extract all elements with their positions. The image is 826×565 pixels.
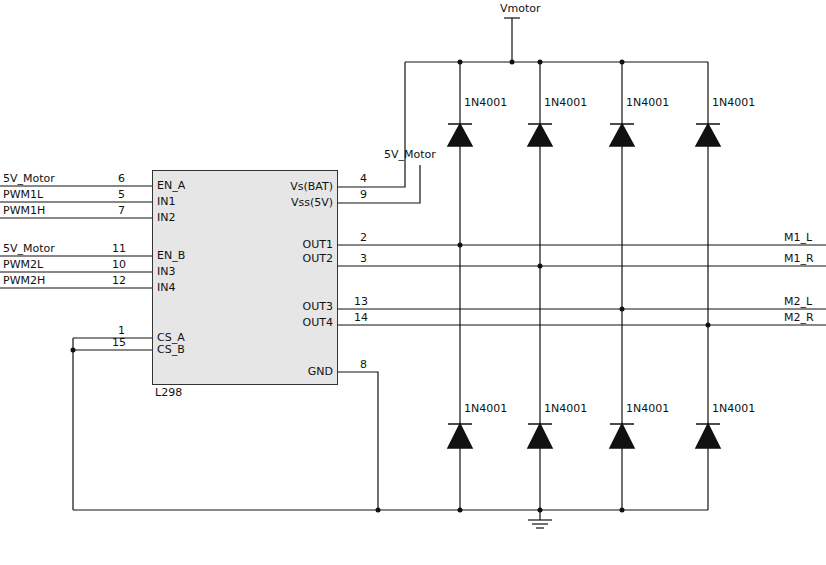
pin-number: 8: [360, 358, 367, 371]
diode-symbol: [448, 124, 472, 146]
signal-name: PWM2L: [3, 258, 43, 271]
part-name: 1N4001: [712, 402, 755, 415]
pin-number: 3: [360, 252, 367, 265]
pin-name: OUT2: [303, 253, 333, 265]
part-name: 1N4001: [544, 402, 587, 415]
supply-name: Vmotor: [500, 2, 541, 15]
diode-symbol: [610, 424, 634, 448]
pin-number: 5: [118, 188, 125, 201]
part-name: 1N4001: [464, 402, 507, 415]
signal-name: 5V_Motor: [3, 172, 55, 185]
part-name: 1N4001: [626, 96, 669, 109]
ic-chip: EN_A IN1IN2EN_B IN3IN4CS_ACS_B Vs(BAT) Vss(5…: [152, 170, 338, 385]
diode-symbol: [610, 124, 634, 146]
signal-name: M1_R: [784, 252, 814, 265]
pin-name: IN1: [157, 196, 175, 208]
pin-name: OUT3: [303, 301, 333, 313]
pin-number: 14: [354, 311, 368, 324]
part-name: 1N4001: [544, 96, 587, 109]
diode-cathode-bar: [696, 123, 720, 125]
part-name: 1N4001: [626, 402, 669, 415]
part-name: 1N4001: [464, 96, 507, 109]
pin-number: 9: [360, 188, 367, 201]
diode-cathode-bar: [610, 123, 634, 125]
diode-cathode-bar: [448, 123, 472, 125]
signal-name: 5V_Motor: [3, 242, 55, 255]
pin-name: OUT1: [303, 239, 333, 251]
pin-number: 1: [118, 324, 125, 337]
signal-name: M2_L: [784, 295, 812, 308]
pin-name: CS_A: [157, 332, 185, 344]
diode-symbol: [696, 424, 720, 448]
pin-number: 7: [118, 204, 125, 217]
pin-name: Vss(5V): [291, 197, 333, 209]
pin-number: 6: [118, 172, 125, 185]
pin-number: 15: [112, 336, 126, 349]
pin-name: Vs(BAT): [290, 181, 333, 193]
part-name: L298: [155, 387, 182, 399]
diode-cathode-bar: [528, 423, 552, 425]
part-name: 1N4001: [712, 96, 755, 109]
signal-name: PWM1H: [3, 204, 45, 217]
pin-name: IN3: [157, 266, 175, 278]
signal-name: 5V_Motor: [384, 148, 436, 161]
pin-number: 2: [360, 231, 367, 244]
pin-name: EN_B: [157, 250, 185, 262]
pin-name: EN_A: [157, 180, 185, 192]
diode-cathode-bar: [448, 423, 472, 425]
pin-number: 12: [112, 274, 126, 287]
diode-symbol: [448, 424, 472, 448]
pin-name: CS_B: [157, 344, 185, 356]
signal-name: M2_R: [784, 311, 814, 324]
pin-name: IN4: [157, 282, 175, 294]
diode-cathode-bar: [610, 423, 634, 425]
diode-cathode-bar: [696, 423, 720, 425]
diode-cathode-bar: [528, 123, 552, 125]
diode-symbol: [528, 424, 552, 448]
pin-name: IN2: [157, 212, 175, 224]
pin-number: 13: [354, 295, 368, 308]
signal-name: M1_L: [784, 231, 812, 244]
diode-symbol: [528, 124, 552, 146]
pin-name: OUT4: [303, 317, 333, 329]
diode-symbol: [696, 124, 720, 146]
pin-number: 4: [360, 172, 367, 185]
signal-name: PWM2H: [3, 274, 45, 287]
pin-name: GND: [308, 366, 333, 378]
signal-name: PWM1L: [3, 188, 43, 201]
pin-number: 10: [112, 258, 126, 271]
pin-number: 11: [112, 242, 126, 255]
